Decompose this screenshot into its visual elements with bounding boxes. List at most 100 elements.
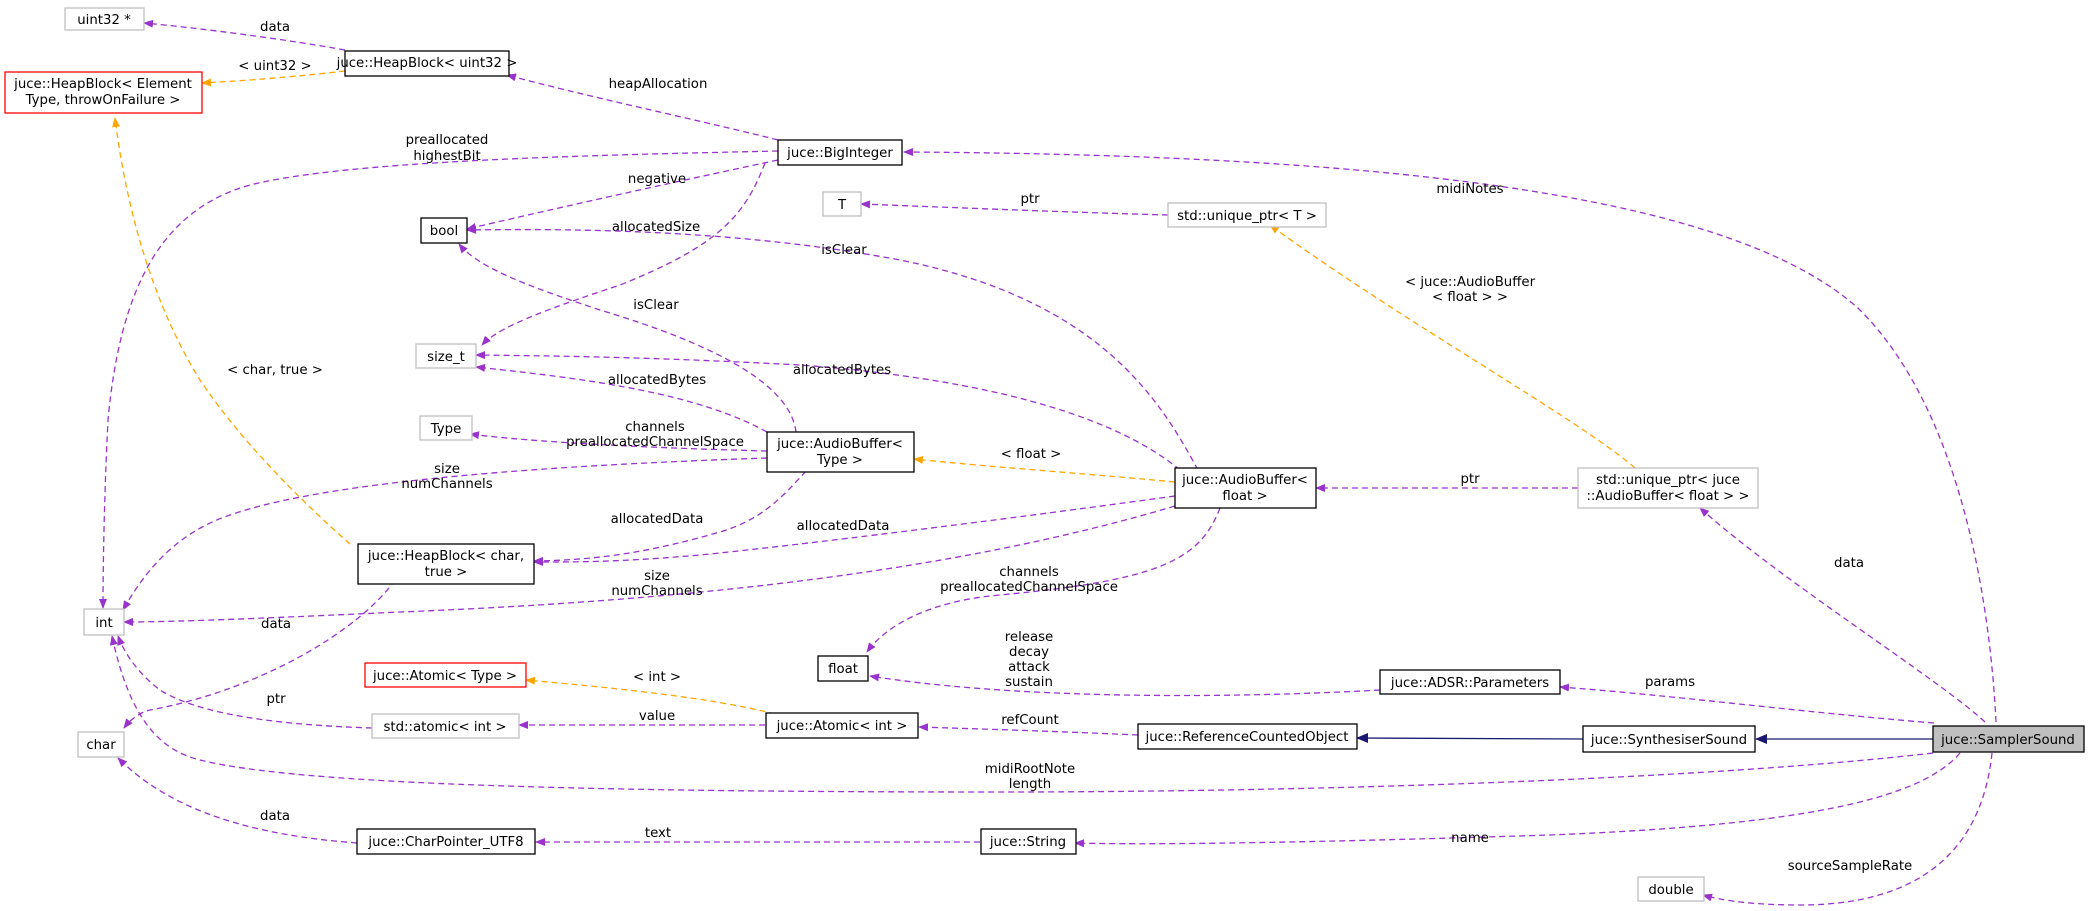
node-float[interactable]: float — [817, 655, 869, 682]
edge-label: allocatedBytes — [608, 373, 706, 388]
svg-text:juce::CharPointer_UTF8: juce::CharPointer_UTF8 — [367, 835, 523, 850]
svg-text:juce::HeapBlock< uint32 >: juce::HeapBlock< uint32 > — [336, 56, 518, 71]
node-reference-counted-object[interactable]: juce::ReferenceCountedObject — [1137, 723, 1358, 750]
node-sampler-sound[interactable]: juce::SamplerSound — [1932, 725, 2085, 753]
node-audiobuffer-type[interactable]: juce::AudioBuffer< Type > — [766, 431, 915, 473]
edge-label: highestBit — [413, 149, 480, 164]
node-uint32-ptr[interactable]: uint32 * — [64, 7, 145, 31]
edge-audiobuffer-type-channels: channels preallocatedChannelSpace — [469, 420, 768, 452]
node-atomic-template[interactable]: juce::Atomic< Type > — [364, 662, 527, 688]
node-adsr-parameters[interactable]: juce::ADSR::Parameters — [1379, 669, 1561, 695]
svg-text:juce::SamplerSound: juce::SamplerSound — [1940, 733, 2075, 748]
node-heapblock-char[interactable]: juce::HeapBlock< char, true > — [357, 543, 535, 585]
svg-text:int: int — [95, 616, 112, 631]
edge-std-atomic-ptr: ptr — [117, 635, 373, 729]
edge-audiobuffer-float-isclear: isClear — [466, 225, 1199, 471]
edge-label: < int > — [633, 670, 681, 685]
edge-label: allocatedData — [797, 519, 890, 534]
edge-label: decay — [1009, 645, 1049, 660]
node-type[interactable]: Type — [419, 415, 473, 441]
node-size-t[interactable]: size_t — [415, 343, 477, 369]
svg-text:Type >: Type > — [816, 453, 863, 468]
edge-heapblock-char-template: < char, true > — [112, 117, 351, 545]
edge-label: data — [1834, 556, 1864, 571]
svg-text:juce::String: juce::String — [989, 835, 1066, 850]
node-unique-ptr-t[interactable]: std::unique_ptr< T > — [1167, 202, 1327, 228]
edge-label: < float > — [1001, 447, 1062, 462]
edge-label: preallocatedChannelSpace — [940, 580, 1118, 595]
edge-label: channels — [625, 420, 685, 435]
edge-audiobuffer-float-size: size numChannels — [123, 505, 1176, 626]
node-audiobuffer-float[interactable]: juce::AudioBuffer< float > — [1174, 467, 1317, 509]
edge-label: allocatedBytes — [793, 363, 891, 378]
edge-label: ptr — [1020, 192, 1040, 207]
node-synthesiser-sound[interactable]: juce::SynthesiserSound — [1582, 725, 1756, 753]
node-int[interactable]: int — [83, 608, 125, 636]
node-charpointer-utf8[interactable]: juce::CharPointer_UTF8 — [356, 828, 536, 855]
edge-string-text: text — [535, 826, 981, 846]
svg-text:juce::ReferenceCountedObject: juce::ReferenceCountedObject — [1145, 730, 1349, 745]
edge-label: refCount — [1001, 713, 1059, 728]
edge-label: < uint32 > — [238, 59, 311, 74]
edge-label: numChannels — [401, 477, 492, 492]
node-unique-ptr-audiobuffer[interactable]: std::unique_ptr< juce ::AudioBuffer< flo… — [1577, 467, 1759, 509]
svg-text:juce::HeapBlock< char,: juce::HeapBlock< char, — [367, 549, 524, 564]
node-heapblock-uint32[interactable]: juce::HeapBlock< uint32 > — [336, 50, 518, 77]
node-biginteger[interactable]: juce::BigInteger — [777, 139, 903, 166]
node-heapblock-template[interactable]: juce::HeapBlock< Element Type, throwOnFa… — [4, 71, 203, 114]
svg-text:size_t: size_t — [427, 350, 465, 365]
svg-text:float >: float > — [1222, 489, 1267, 504]
svg-text:std::unique_ptr< juce: std::unique_ptr< juce — [1596, 473, 1740, 488]
svg-text:double: double — [1648, 883, 1693, 898]
edge-audiobuffer-float-channels: channels preallocatedChannelSpace — [866, 507, 1221, 653]
edge-samplersound-sourcesamplerate: sourceSampleRate — [1702, 752, 1993, 906]
edge-audiobuffer-type-isclear: isClear — [458, 243, 797, 433]
svg-text:juce::SynthesiserSound: juce::SynthesiserSound — [1590, 733, 1747, 748]
edge-refcounted-refcount: refCount — [918, 713, 1139, 736]
edge-biginteger-allocatedsize: allocatedSize — [481, 162, 766, 346]
edge-label: negative — [628, 172, 686, 187]
svg-text:T: T — [837, 198, 847, 213]
edge-label: numChannels — [611, 584, 702, 599]
node-double[interactable]: double — [1637, 876, 1705, 902]
edge-label: midiRootNote — [985, 762, 1075, 777]
svg-text:juce::Atomic< int >: juce::Atomic< int > — [776, 719, 908, 734]
node-std-atomic-int[interactable]: std::atomic< int > — [371, 713, 520, 739]
edge-charptr-data: data — [117, 757, 358, 844]
edge-label: heapAllocation — [609, 77, 708, 92]
edge-label: value — [639, 709, 675, 724]
node-string[interactable]: juce::String — [980, 828, 1077, 855]
node-T[interactable]: T — [822, 191, 862, 217]
edge-audiobuffer-type-size: size numChannels — [122, 457, 768, 611]
edge-unique-ptr-ab-ptr: ptr — [1315, 472, 1578, 492]
edge-synthsound-inherit — [1356, 733, 1584, 744]
svg-text:juce::HeapBlock< Element: juce::HeapBlock< Element — [13, 77, 192, 92]
edge-audiobuffer-float-allocatedbytes: allocatedBytes — [475, 351, 1181, 471]
edge-label: < float > > — [1432, 290, 1508, 305]
svg-text:juce::AudioBuffer<: juce::AudioBuffer< — [776, 437, 903, 452]
svg-text:juce::AudioBuffer<: juce::AudioBuffer< — [1181, 473, 1308, 488]
edge-label: data — [261, 617, 291, 632]
svg-text:juce::BigInteger: juce::BigInteger — [786, 146, 893, 161]
node-atomic-int[interactable]: juce::Atomic< int > — [765, 712, 919, 739]
svg-text:true >: true > — [425, 565, 468, 580]
edge-samplersound-data: data — [1699, 507, 1986, 723]
edge-samplersound-name: name — [1074, 752, 1961, 848]
svg-text:float: float — [828, 662, 858, 677]
edge-label: channels — [999, 565, 1059, 580]
svg-text:std::unique_ptr< T >: std::unique_ptr< T > — [1177, 209, 1317, 224]
edge-label: allocatedSize — [612, 220, 700, 235]
edge-label: preallocated — [406, 133, 489, 148]
svg-text:char: char — [86, 738, 116, 753]
edge-label: text — [645, 826, 671, 841]
edge-label: < juce::AudioBuffer — [1405, 275, 1536, 290]
node-bool[interactable]: bool — [420, 217, 468, 244]
edge-samplersound-params: params — [1559, 675, 1935, 724]
edge-label: release — [1005, 630, 1054, 645]
edge-label: size — [644, 569, 670, 584]
node-char[interactable]: char — [77, 731, 125, 758]
edge-label: allocatedData — [611, 512, 704, 527]
edge-label: ptr — [1460, 472, 1480, 487]
edge-audiobuffer-type-allocateddata: allocatedData — [533, 470, 807, 565]
svg-text:uint32 *: uint32 * — [77, 13, 131, 28]
